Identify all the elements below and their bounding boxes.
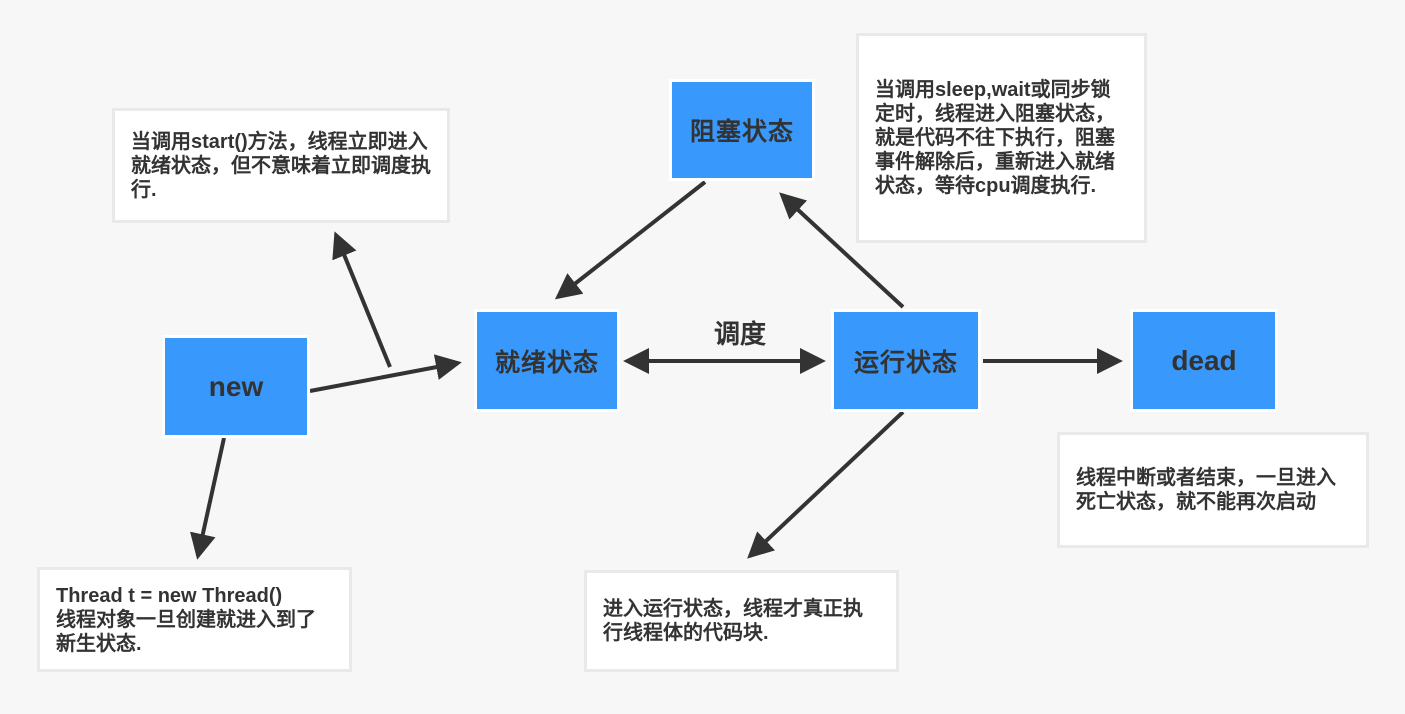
node-new-label: new xyxy=(208,370,264,402)
node-dead: dead xyxy=(1130,309,1278,412)
edge-new-to-new-note xyxy=(190,437,226,560)
note-new-thread: Thread t = new Thread() 线程对象一旦创建就进入到了新生状… xyxy=(37,567,352,672)
node-ready-label: 就绪状态 xyxy=(494,348,599,377)
note-new-thread-text: 线程对象一旦创建就进入到了新生状态. xyxy=(56,608,316,655)
note-blocked-state: 当调用sleep,wait或同步锁定时，线程进入阻塞状态，就是代码不往下执行，阻… xyxy=(856,33,1147,243)
note-running-state: 进入运行状态，线程才真正执行线程体的代码块. xyxy=(584,570,899,672)
edge-blocked-to-ready xyxy=(554,180,707,300)
edge-line-to-start-note xyxy=(332,231,392,368)
edge-label-schedule: 调度 xyxy=(714,319,767,349)
node-blocked-label: 阻塞状态 xyxy=(689,118,794,146)
node-running: 运行状态 xyxy=(831,309,981,412)
note-running-state-text: 进入运行状态，线程才真正执行线程体的代码块. xyxy=(603,598,863,644)
note-start-method-text: 当调用start()方法，线程立即进入就绪状态，但不意味着立即调度执行. xyxy=(131,130,431,201)
note-dead-state-text: 线程中断或者结束，一旦进入死亡状态，就不能再次启动 xyxy=(1076,467,1336,513)
note-start-method: 当调用start()方法，线程立即进入就绪状态，但不意味着立即调度执行. xyxy=(112,108,450,223)
note-new-thread-code: Thread t = new Thread() xyxy=(56,584,283,607)
node-running-label: 运行状态 xyxy=(853,348,958,377)
node-ready: 就绪状态 xyxy=(474,309,620,412)
note-dead-state: 线程中断或者结束，一旦进入死亡状态，就不能再次启动 xyxy=(1057,432,1369,548)
note-blocked-state-text: 当调用sleep,wait或同步锁定时，线程进入阻塞状态，就是代码不往下执行，阻… xyxy=(875,79,1115,197)
edge-new-to-ready xyxy=(309,354,462,393)
node-new: new xyxy=(162,335,310,438)
node-blocked: 阻塞状态 xyxy=(669,79,815,181)
edge-running-to-running-note xyxy=(747,410,905,559)
node-dead-label: dead xyxy=(1171,344,1237,376)
